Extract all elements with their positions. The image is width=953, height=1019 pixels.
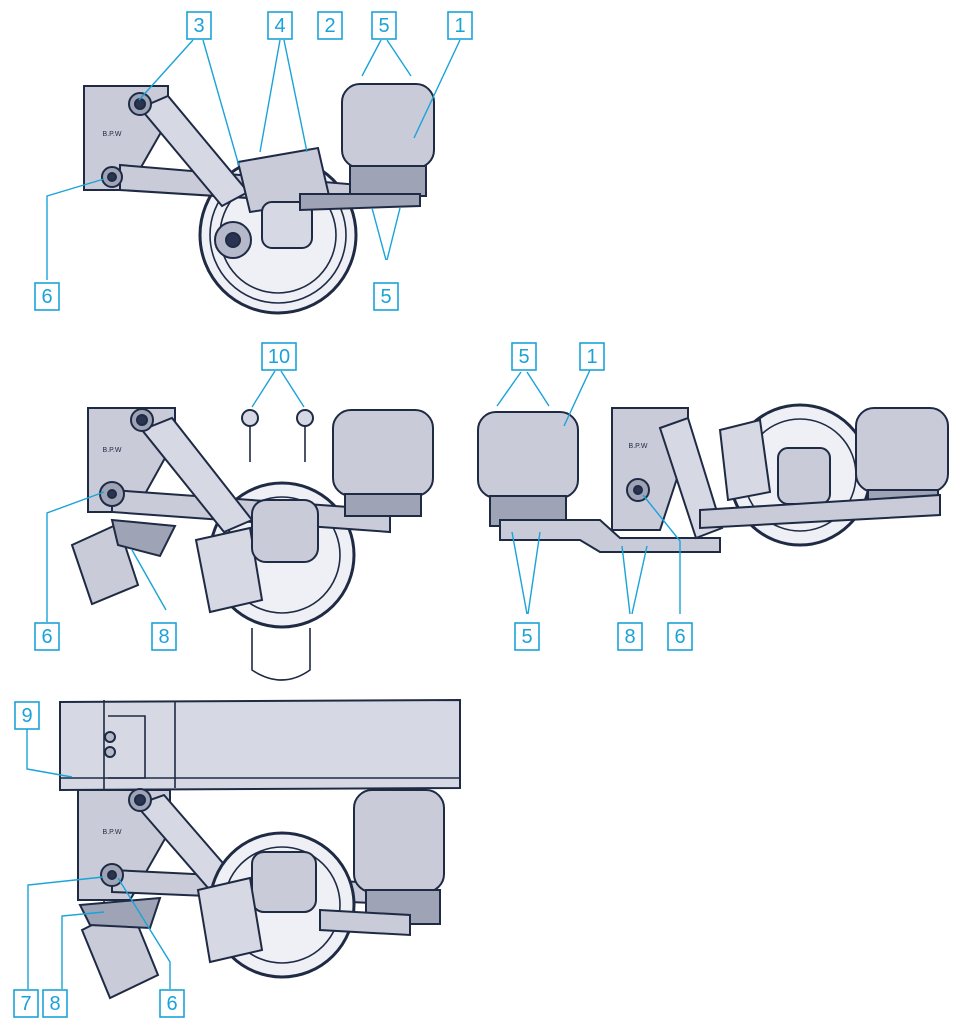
svg-text:8: 8: [49, 993, 60, 1015]
callout-5: 5: [514, 622, 540, 651]
callout-10: 10: [261, 342, 297, 371]
axle-beam: [499, 519, 721, 553]
brake-caliper: [196, 876, 264, 964]
callout-9: 9: [14, 701, 40, 730]
bracket-plate: [108, 715, 146, 779]
leader-lines: [26, 39, 681, 989]
svg-text:5: 5: [518, 346, 529, 368]
view-middle-right: B.P.W: [477, 403, 949, 553]
u-bolt: [251, 628, 311, 681]
bpw-logo: B.P.W: [103, 829, 122, 836]
svg-text:8: 8: [158, 626, 169, 648]
callout-3: 3: [186, 11, 212, 40]
callout-8: 8: [42, 989, 68, 1018]
eye-bolt-left: [241, 409, 259, 427]
svg-text:1: 1: [586, 346, 597, 368]
svg-text:10: 10: [268, 346, 290, 368]
chassis-frame: [59, 698, 461, 792]
bpw-logo: B.P.W: [103, 447, 122, 454]
callout-8: 8: [617, 622, 643, 651]
trailing-arm: [699, 493, 941, 530]
svg-text:6: 6: [674, 626, 685, 648]
shock-absorber: [658, 416, 724, 540]
svg-text:6: 6: [41, 626, 52, 648]
callout-1: 1: [579, 342, 605, 371]
callout-8: 8: [151, 622, 177, 651]
air-spring-right: [855, 407, 949, 493]
callout-4: 4: [267, 11, 293, 40]
callout-5: 5: [373, 282, 399, 311]
svg-text:5: 5: [521, 626, 532, 648]
eye-bolt-right: [296, 409, 314, 427]
brake-caliper: [194, 526, 264, 614]
air-spring-left: [477, 411, 579, 499]
callout-5: 5: [371, 11, 397, 40]
air-spring: [353, 789, 445, 893]
callout-1: 1: [447, 11, 473, 40]
callout-6: 6: [34, 622, 60, 651]
brake-caliper: [718, 418, 772, 502]
bpw-logo: B.P.W: [103, 131, 122, 138]
svg-text:6: 6: [41, 286, 52, 308]
svg-text:6: 6: [166, 993, 177, 1015]
view-top: B.P.W: [83, 83, 435, 315]
svg-text:4: 4: [274, 15, 285, 37]
svg-text:8: 8: [624, 626, 635, 648]
callout-5: 5: [511, 342, 537, 371]
air-spring: [332, 409, 434, 497]
svg-text:3: 3: [193, 15, 204, 37]
callout-6: 6: [667, 622, 693, 651]
svg-text:5: 5: [378, 15, 389, 37]
callout-7: 7: [13, 989, 39, 1018]
view-middle-left: B.P.W: [70, 407, 434, 681]
callout-2: 2: [317, 11, 343, 40]
svg-text:2: 2: [324, 15, 335, 37]
svg-text:1: 1: [454, 15, 465, 37]
svg-text:9: 9: [21, 705, 32, 727]
svg-text:5: 5: [380, 286, 391, 308]
callout-labels: 3 4 2 5 1 6 5 10 6 8 5 1 5 8 6 9 7 8 6: [13, 11, 693, 1018]
callout-6: 6: [159, 989, 185, 1018]
callout-6: 6: [34, 282, 60, 311]
bpw-logo: B.P.W: [629, 443, 648, 450]
svg-text:7: 7: [20, 993, 31, 1015]
view-bottom: B.P.W: [59, 698, 461, 1000]
